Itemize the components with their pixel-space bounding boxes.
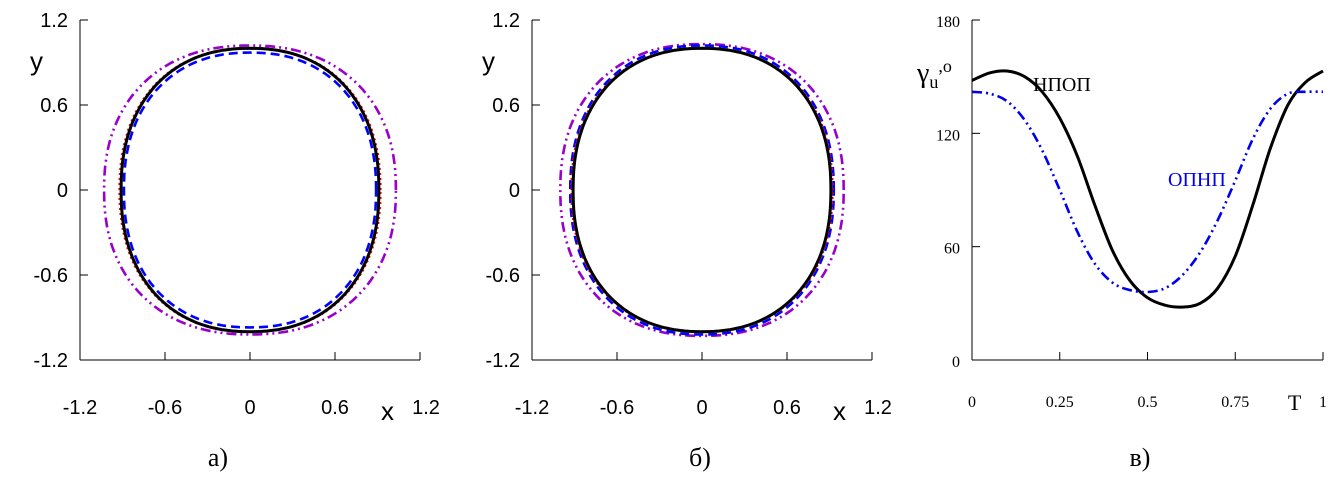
series-dashed-line [569, 44, 836, 336]
series-dash-dot-dot-line [102, 44, 398, 336]
series-НПОП-line [971, 69, 1324, 309]
x-axis-label: x [833, 396, 846, 426]
x-axis-label: x [381, 396, 394, 426]
series-dashed-line [122, 51, 378, 329]
y-tick-label: -1.2 [34, 350, 68, 372]
y-tick-label: 0 [57, 180, 68, 202]
series-dotted-line [118, 46, 382, 334]
x-tick-label: 0 [244, 397, 255, 419]
y-tick-label: -0.6 [486, 265, 520, 287]
y-axis-label: y [30, 46, 43, 76]
y-tick-label: 0 [509, 180, 520, 202]
x-tick-label: 0.6 [773, 397, 801, 419]
x-tick-label: 0.5 [1138, 394, 1158, 411]
series-ОПНП-line [971, 90, 1324, 294]
x-tick-label: 0.6 [321, 397, 349, 419]
x-tick-label: 0.75 [1221, 394, 1249, 411]
y-tick-label: 0.6 [40, 95, 68, 117]
y-tick-label: 180 [936, 14, 960, 31]
y-axis-label: y [482, 46, 495, 76]
y-tick-label: -0.6 [34, 265, 68, 287]
series-solid-line [571, 46, 833, 334]
y-tick-label: -1.2 [486, 350, 520, 372]
y-tick-label: 60 [944, 241, 960, 258]
x-tick-label: 1 [1319, 394, 1327, 411]
x-tick-label: 1.2 [864, 397, 892, 419]
x-tick-label: -1.2 [515, 397, 549, 419]
x-tick-label: -0.6 [148, 397, 182, 419]
x-tick-label: 0 [968, 394, 976, 411]
x-tick-label: 0 [696, 397, 707, 419]
y-tick-label: 0 [952, 354, 960, 371]
series-dotted-line [570, 46, 834, 334]
series-label-opnp: ОПНП [1168, 169, 1226, 191]
x-axis-label: T [1288, 390, 1302, 415]
y-tick-label: 120 [936, 127, 960, 144]
y-tick-label: 0.6 [492, 95, 520, 117]
y-axis-label: γu,o [916, 56, 952, 92]
panel-caption: б) [689, 443, 711, 472]
y-tick-label: 1.2 [492, 10, 520, 32]
x-tick-label: 0.25 [1046, 394, 1074, 411]
series-label-npop: НПОП [1033, 74, 1091, 96]
x-tick-label: -0.6 [600, 397, 634, 419]
chart-panel-1: -1.2 -0.6 0 0.6 1.2 1.2 0.6 0 -0.6 -1.2 y x a) [30, 10, 440, 472]
panel-caption: a) [208, 443, 228, 472]
series-dash-dot-dot-line [558, 42, 846, 338]
chart-panel-2: -1.2 -0.6 0 0.6 1.2 1.2 0.6 0 -0.6 -1.2 y x б) [482, 10, 892, 472]
x-tick-label: 1.2 [412, 397, 440, 419]
panel-caption: в) [1130, 443, 1151, 472]
chart-panel-3: 0 0.25 0.5 0.75 1 180 120 60 0 γu,oTв) НПОП ОПНП [916, 14, 1327, 472]
y-tick-label: 1.2 [40, 10, 68, 32]
x-tick-label: -1.2 [63, 397, 97, 419]
series-solid-line [119, 46, 381, 334]
